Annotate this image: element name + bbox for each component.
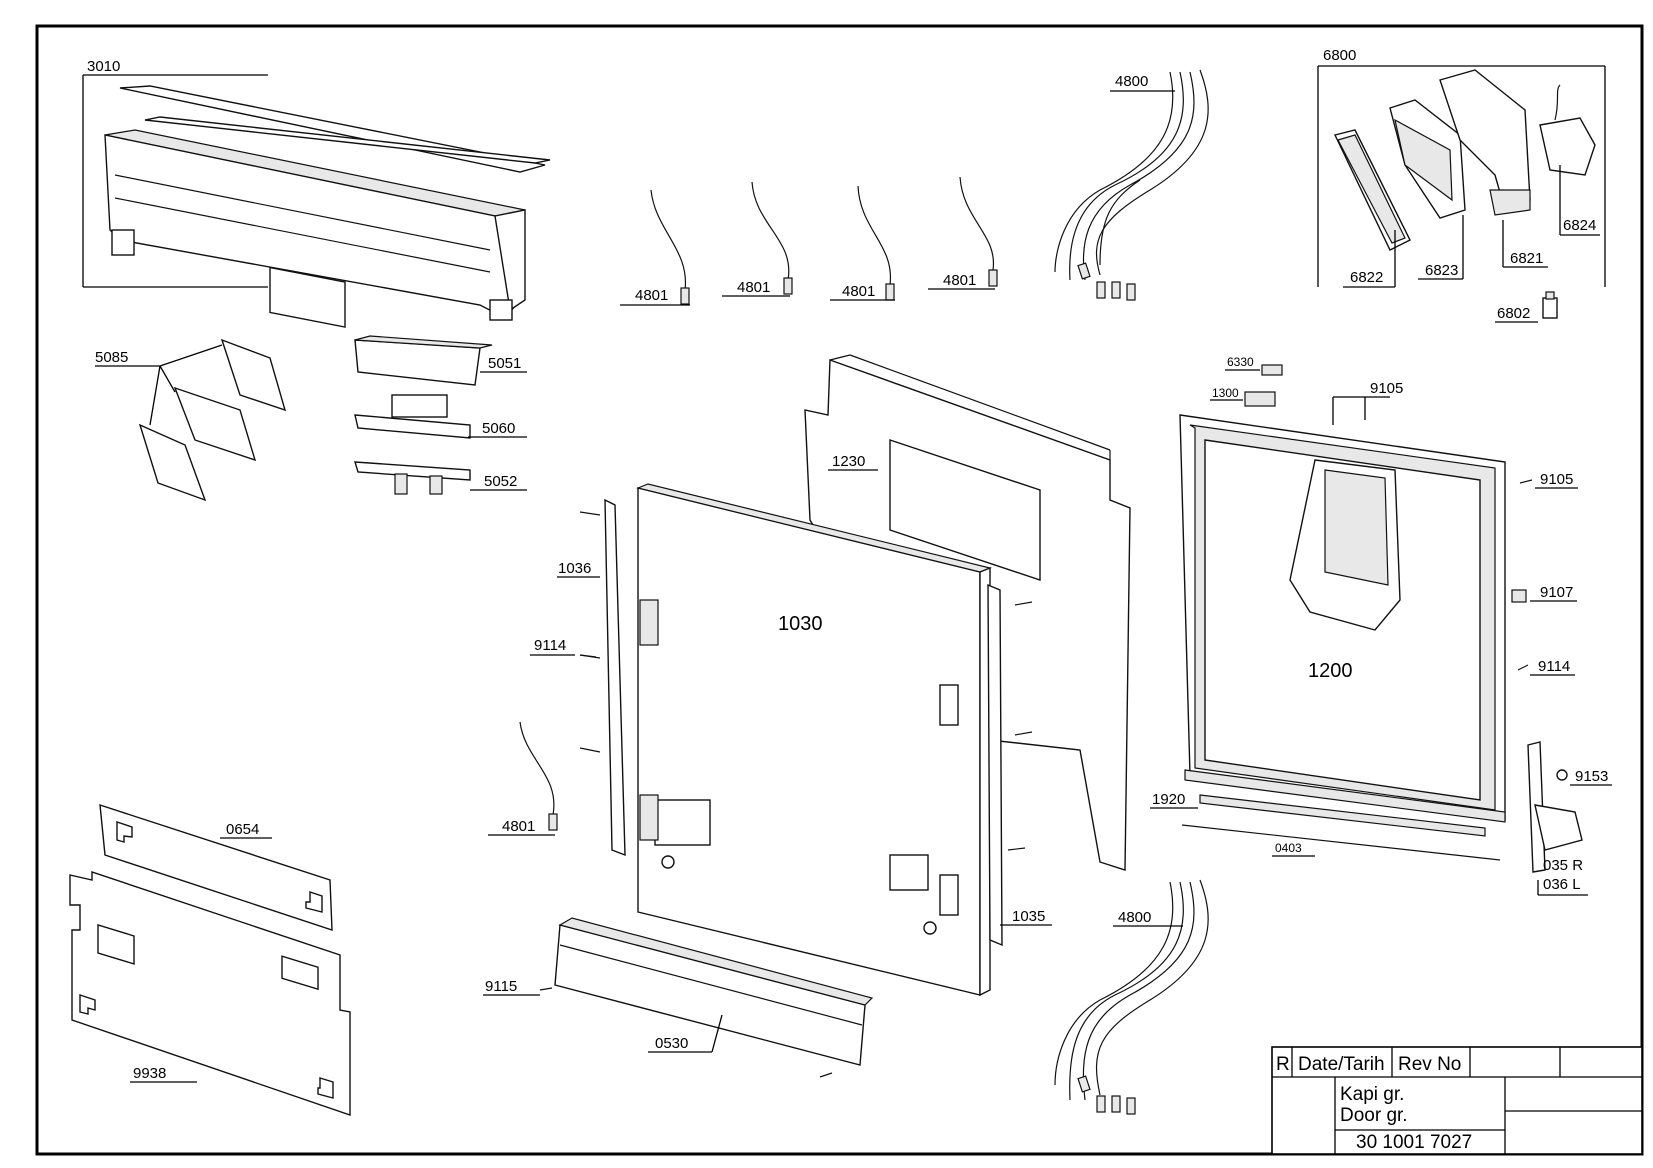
part-0654-panel — [99, 804, 333, 931]
part-6800-dispenser — [1317, 65, 1606, 323]
part-1200-inner-door — [1179, 414, 1506, 823]
label-1920: 1920 — [1152, 791, 1185, 808]
part-4801-cables — [488, 176, 998, 836]
label-036L: 036 L — [1543, 876, 1581, 893]
label-6802: 6802 — [1497, 305, 1530, 322]
label-9105-side: 9105 — [1540, 471, 1573, 488]
title-block-revno: Rev No — [1398, 1054, 1461, 1075]
part-9938-panel — [69, 871, 351, 1116]
part-0530-kickplate — [483, 917, 874, 1078]
label-6824: 6824 — [1563, 217, 1596, 234]
part-9107-9114-right — [1511, 589, 1577, 676]
label-9107: 9107 — [1540, 584, 1573, 601]
label-6822: 6822 — [1350, 269, 1383, 286]
label-1200: 1200 — [1308, 660, 1353, 682]
label-9114-right: 9114 — [1538, 658, 1570, 675]
part-4800-harness-bottom — [1054, 879, 1209, 1115]
label-9153: 9153 — [1575, 768, 1608, 785]
label-6823: 6823 — [1425, 262, 1458, 279]
title-block-r: R — [1276, 1054, 1290, 1075]
label-3010: 3010 — [87, 58, 120, 75]
title-en: Door gr. — [1340, 1105, 1408, 1126]
part-1036-1035-strips — [557, 498, 1052, 947]
label-1030: 1030 — [778, 613, 823, 635]
part-1920-0403 — [1150, 794, 1501, 861]
title-block — [1271, 1046, 1643, 1155]
part-3010-control-panel — [82, 74, 551, 328]
label-5051: 5051 — [488, 355, 521, 372]
part-5085-boards — [95, 338, 287, 502]
label-035R: 035 R — [1543, 857, 1583, 874]
label-9114-left: 9114 — [534, 637, 566, 654]
label-4801-a: 4801 — [635, 287, 668, 304]
drawing-number: 30 1001 7027 — [1356, 1132, 1472, 1153]
label-4801-e: 4801 — [502, 818, 535, 835]
title-block-date: Date/Tarih — [1298, 1054, 1385, 1075]
label-0403: 0403 — [1275, 841, 1302, 855]
label-1036: 1036 — [558, 560, 591, 577]
label-6800: 6800 — [1323, 47, 1356, 64]
part-1030-outer-door — [636, 483, 992, 997]
part-6330-1300-clips — [1210, 364, 1283, 407]
part-5051-5060-5052 — [354, 335, 527, 495]
drawing-frame — [35, 24, 1644, 1156]
label-6330: 6330 — [1227, 355, 1254, 369]
label-4800-bottom: 4800 — [1118, 909, 1151, 926]
label-5052: 5052 — [484, 473, 517, 490]
part-4800-harness-top — [1054, 69, 1209, 301]
label-1300: 1300 — [1212, 386, 1239, 400]
title-tr: Kapi gr. — [1340, 1084, 1404, 1105]
label-1035: 1035 — [1012, 908, 1045, 925]
label-0654: 0654 — [226, 821, 259, 838]
label-4801-c: 4801 — [842, 283, 875, 300]
label-4801-d: 4801 — [943, 272, 976, 289]
label-1230: 1230 — [832, 453, 865, 470]
label-0530: 0530 — [655, 1035, 688, 1052]
label-5060: 5060 — [482, 420, 515, 437]
label-9105-top: 9105 — [1370, 380, 1403, 397]
label-5085: 5085 — [95, 349, 128, 366]
part-hinge-9153 — [1527, 741, 1612, 896]
part-9105-screws — [1332, 396, 1578, 489]
label-6821: 6821 — [1510, 250, 1543, 267]
label-4801-b: 4801 — [737, 279, 770, 296]
label-9115: 9115 — [485, 978, 517, 995]
label-4800-top: 4800 — [1115, 73, 1148, 90]
label-9938: 9938 — [133, 1065, 166, 1082]
part-9114-left-screw — [530, 654, 597, 658]
